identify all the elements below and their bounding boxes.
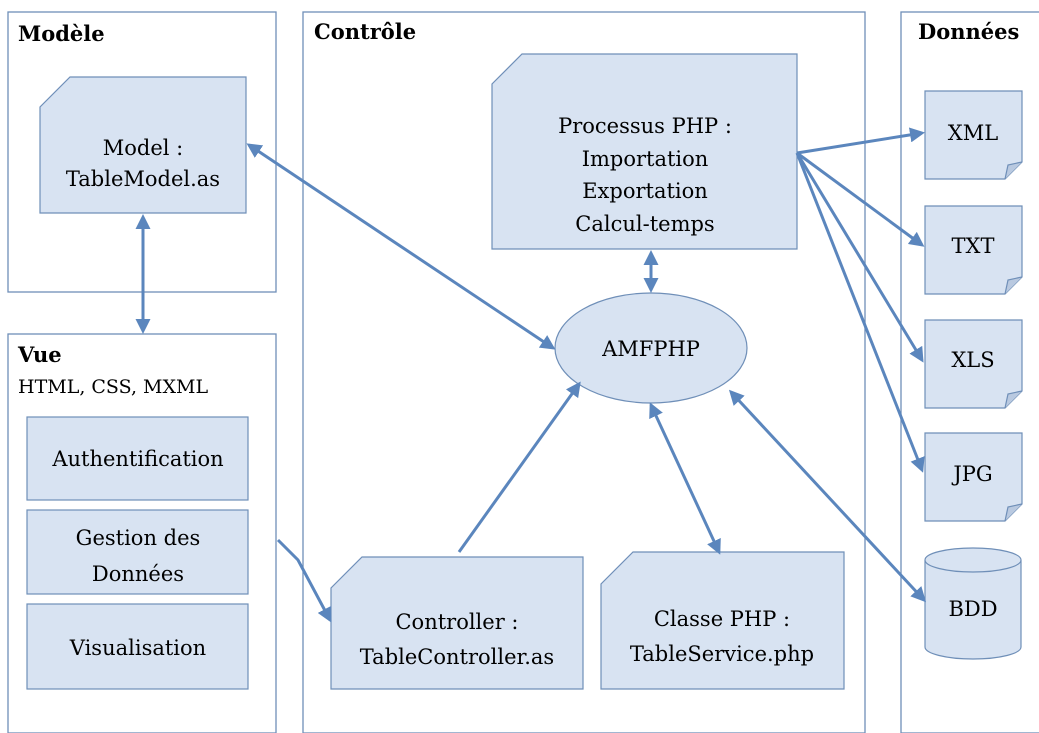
arrow-model-amfphp [246,143,556,350]
vue-title: Vue [17,342,62,367]
controller-box: Controller : TableController.as [330,556,584,690]
classe-php-box: Classe PHP : TableService.php [600,551,845,690]
donnees-panel [900,11,1039,733]
svg-text:Processus PHP :: Processus PHP : [558,114,732,138]
file-xml: XML [924,90,1023,180]
arrow-processus-xml [796,127,925,155]
arrow-amfphp-bdd [728,389,927,603]
processus-php-box: Processus PHP : Importation Exportation … [491,53,798,250]
arrow-processus-jpg [795,152,925,473]
svg-text:BDD: BDD [948,597,997,621]
controle-title: Contrôle [314,19,416,44]
svg-text:TableService.php: TableService.php [630,642,814,666]
svg-text:JPG: JPG [951,462,992,486]
arrow-amfphp-classe [649,402,721,555]
file-xls: XLS [924,319,1023,409]
vue-panel [7,333,277,733]
svg-text:Classe PHP :: Classe PHP : [654,607,790,631]
svg-text:XLS: XLS [951,348,994,372]
modele-title: Modèle [18,21,105,46]
arrow-controller-amfphp [457,381,581,553]
vue-item-authentification: Authentification [26,416,249,501]
svg-text:Visualisation: Visualisation [69,636,206,660]
arrow-processus-xls [795,152,924,363]
database-bdd: BDD [924,547,1022,660]
arrow-vue-controller [276,538,332,623]
arrow-processus-txt [796,151,925,247]
donnees-title: Données [918,19,1019,44]
vue-item-gestion: Gestion des Données [26,509,249,595]
svg-text:Controller :: Controller : [395,610,518,634]
svg-text:AMFPHP: AMFPHP [601,337,700,361]
model-box-line-1: Model : [103,136,183,160]
vue-subtitle: HTML, CSS, MXML [18,376,208,398]
svg-text:Exportation: Exportation [582,179,708,203]
svg-text:Calcul-temps: Calcul-temps [575,212,714,236]
model-box: Model : TableModel.as [39,76,247,214]
amfphp-node: AMFPHP [554,292,748,404]
file-jpg: JPG [924,432,1023,522]
svg-text:XML: XML [948,121,998,145]
svg-text:Authentification: Authentification [51,447,223,471]
svg-text:Gestion des: Gestion des [76,526,201,550]
svg-text:Données: Données [92,562,184,586]
svg-text:Importation: Importation [582,147,709,171]
vue-item-visualisation: Visualisation [26,603,249,690]
model-box-line-2: TableModel.as [66,167,220,191]
svg-text:TXT: TXT [952,234,995,258]
svg-text:TableController.as: TableController.as [360,645,554,669]
controle-panel [302,11,866,733]
file-txt: TXT [924,205,1023,295]
